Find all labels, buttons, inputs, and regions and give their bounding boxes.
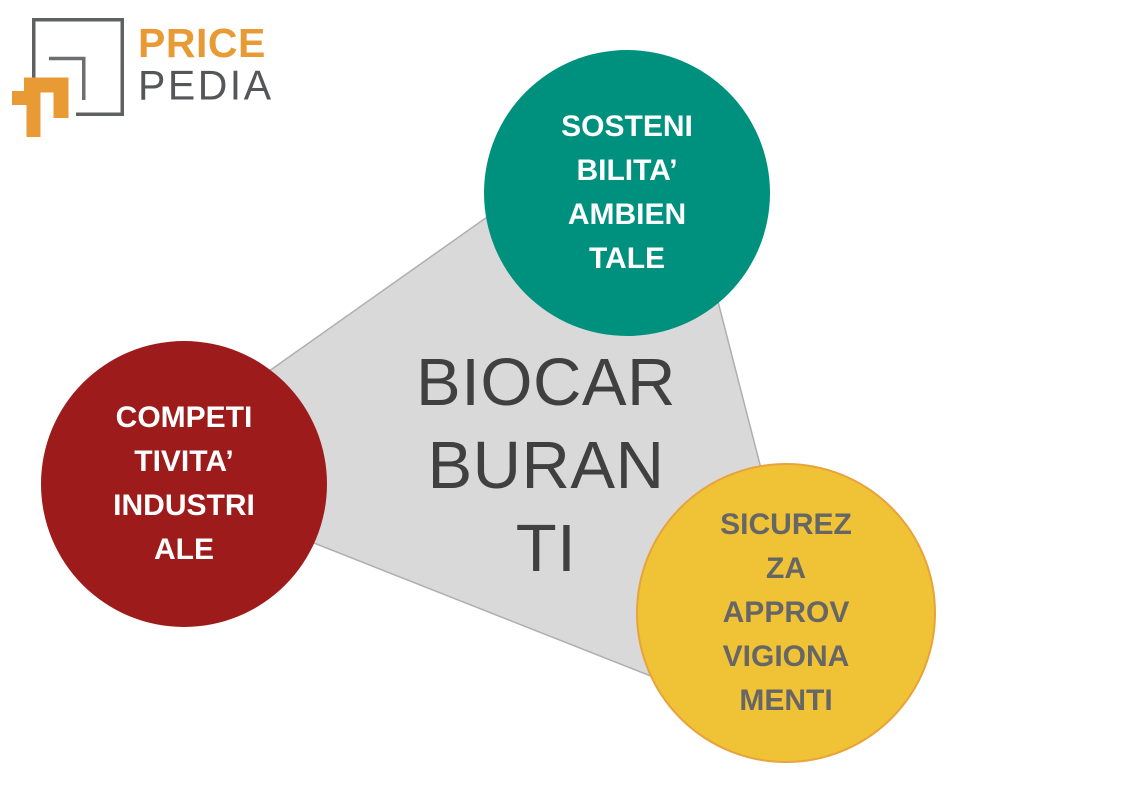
logo-square-outline — [32, 18, 124, 116]
node-label-line: VIGIONA — [722, 640, 850, 673]
pricepedia-logo-mark — [12, 18, 124, 137]
node-label: COMPETI TIVITA’ INDUSTRI ALE — [113, 396, 255, 572]
node-label-line: SOSTENI — [561, 110, 693, 143]
node-sicurezza-approvvigionamenti: SICUREZ ZA APPROV VIGIONA MENTI — [636, 463, 936, 763]
node-label-line: SICUREZ — [720, 508, 852, 541]
node-label-line: APPROV — [722, 596, 850, 629]
center-label-biocarburanti: BIOCAR BURAN TI — [246, 341, 846, 590]
logo-orange-bracket-small — [12, 91, 41, 137]
logo-inner-gray-bracket — [49, 56, 86, 100]
node-sostenibilita-ambientale: SOSTENI BILITA’ AMBIEN TALE — [484, 50, 770, 336]
node-label-line: MENTI — [739, 684, 833, 717]
node-label: SOSTENI BILITA’ AMBIEN TALE — [561, 105, 693, 281]
node-label-line: TALE — [588, 242, 666, 275]
node-label: SICUREZ ZA APPROV VIGIONA MENTI — [720, 503, 852, 723]
center-label-line: TI — [515, 511, 577, 586]
node-label-line: ALE — [153, 533, 214, 566]
logo-orange-bracket-large — [24, 77, 69, 118]
node-label-line: BILITA’ — [576, 154, 678, 187]
pricepedia-logo: PRICE PEDIA — [0, 0, 300, 150]
node-label-line: TIVITA’ — [134, 445, 234, 478]
logo-text-price: PRICE — [138, 20, 266, 66]
center-label-line: BURAN — [427, 428, 665, 503]
logo-wordmark: PRICE PEDIA — [138, 22, 274, 106]
node-label-line: AMBIEN — [567, 198, 687, 231]
node-label-line: ZA — [766, 552, 806, 585]
center-label-line: BIOCAR — [416, 345, 676, 420]
logo-text-pedia: PEDIA — [138, 61, 274, 109]
node-label-line: COMPETI — [115, 401, 253, 434]
node-competitivita-industriale: COMPETI TIVITA’ INDUSTRI ALE — [41, 341, 327, 627]
node-label-line: INDUSTRI — [113, 489, 255, 522]
